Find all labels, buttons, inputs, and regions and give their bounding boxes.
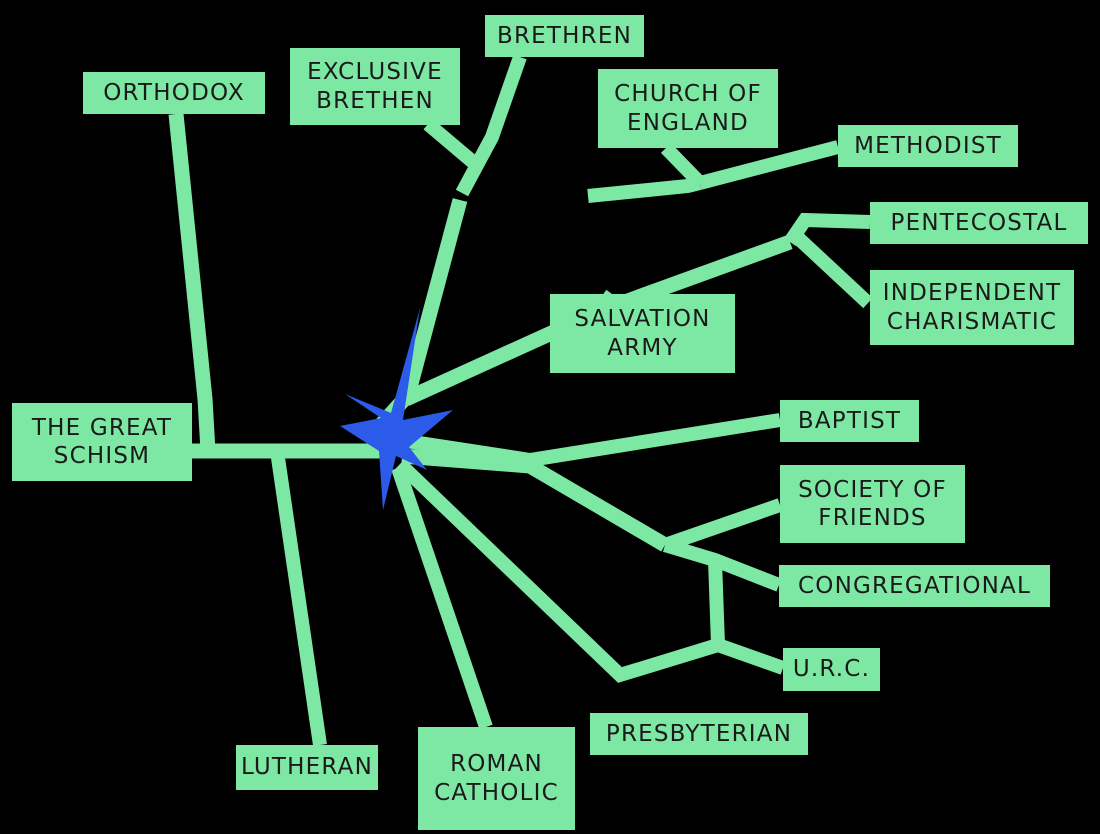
node-label-orthodox[interactable]: ORTHODOX [83,72,265,114]
node-label-church-england[interactable]: CHURCH OF ENGLAND [598,69,778,148]
node-label-presbyterian[interactable]: PRESBYTERIAN [590,713,808,755]
branch-lutheran-branch [270,449,327,747]
branch-urc-branch [715,638,786,675]
node-label-methodist[interactable]: METHODIST [838,125,1018,167]
branch-exclusive-branch [423,118,485,174]
sparkle-star-icon [340,308,453,510]
node-label-pentecostal[interactable]: PENTECOSTAL [870,202,1088,244]
node-label-urc[interactable]: U.R.C. [783,648,880,691]
branch-catholic-branch [391,465,493,730]
branch-orthodox-branch [168,113,216,452]
branch-brethren-fork [455,54,527,197]
node-label-independent[interactable]: INDEPENDENT CHARISMATIC [870,270,1074,345]
node-label-society-friends[interactable]: SOCIETY OF FRIENDS [780,465,965,543]
branch-friends-branch [662,498,783,552]
branch-pent-node [784,212,871,246]
node-label-salvation-army[interactable]: SALVATION ARMY [550,294,735,373]
branch-coe-link [587,176,702,203]
node-label-baptist[interactable]: BAPTIST [780,400,919,442]
branch-charismatic-branch [791,230,873,309]
node-label-brethren[interactable]: BRETHREN [485,15,644,57]
node-label-roman-catholic[interactable]: ROMAN CATHOLIC [418,727,575,830]
branch-presb-branch [395,458,721,683]
node-label-exclusive[interactable]: EXCLUSIVE BRETHEN [290,48,460,125]
branch-reformed-stem [401,448,669,552]
branch-cong-down [708,559,725,646]
node-label-lutheran[interactable]: LUTHERAN [236,745,378,790]
node-label-congregational[interactable]: CONGREGATIONAL [779,565,1050,607]
branch-group [168,54,873,747]
node-label-great-schism[interactable]: THE GREAT SCHISM [12,403,192,481]
branch-coe-up [660,143,706,188]
branch-methodist-branch [698,140,840,190]
